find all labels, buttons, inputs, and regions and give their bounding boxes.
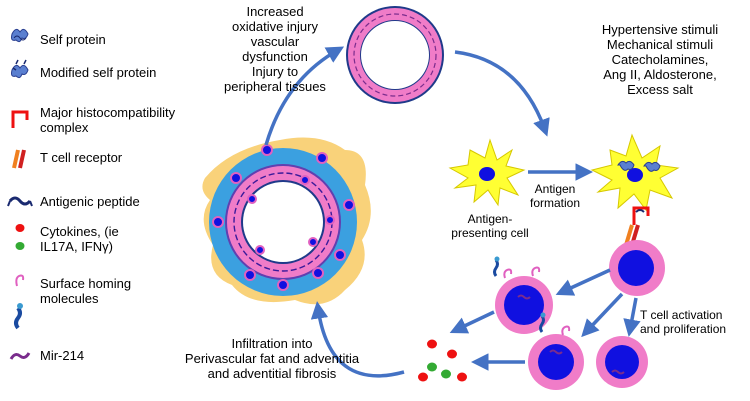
mir-214-icon — [9, 352, 31, 360]
arrow-tcell-to-prolif-3 — [623, 297, 641, 337]
self-protein-icon — [11, 28, 29, 43]
t-cell-activated — [609, 240, 665, 296]
label-infiltration: Infiltration into Perivascular fat and a… — [184, 336, 360, 381]
legend-self-protein: Self protein — [40, 32, 106, 47]
cytokines-icon — [15, 224, 25, 250]
modified-self-protein-icon — [11, 59, 29, 79]
arrows — [264, 46, 641, 378]
antigenic-peptide-icon — [7, 196, 33, 207]
infiltrating-cells — [212, 144, 355, 291]
label-apc: Antigen- presenting cell — [451, 212, 529, 240]
mhc-tcr-synapse — [624, 206, 650, 246]
cytokine-cluster — [418, 339, 467, 382]
arrow-tcell-to-prolif-1 — [555, 268, 611, 296]
label-antigen-formation: Antigen formation — [529, 182, 581, 210]
t-cell-proliferating-1 — [493, 256, 553, 334]
arrow-tcell-to-prolif-2 — [581, 292, 624, 338]
vessel-top — [346, 6, 444, 104]
label-t-cell-activation: T cell activation and proliferation — [640, 308, 727, 336]
label-stimuli: Hypertensive stimuli Mechanical stimuli … — [601, 22, 719, 97]
surface-homing-molecule-icon-2 — [14, 303, 23, 330]
legend-t-cell-receptor: T cell receptor — [40, 150, 123, 165]
antigen-presenting-cell — [448, 138, 526, 207]
arrow-injury-to-vessel — [264, 46, 345, 146]
legend-cytokines: Cytokines, (ie IL17A, IFNγ) — [40, 224, 119, 254]
arrow-prolif1-to-cytokines — [449, 310, 495, 334]
legend-mhc: Major histocompatibility complex — [40, 105, 176, 135]
legend-modified-self-protein: Modified self protein — [40, 65, 157, 80]
arrow-infiltration — [310, 301, 405, 378]
t-cell-proliferating-2 — [528, 312, 584, 390]
injured-vessel — [202, 137, 371, 305]
legend-surface-homing: Surface homing molecules — [40, 276, 132, 306]
mhc-icon — [11, 110, 29, 128]
t-cell-receptor-icon — [12, 149, 26, 169]
legend-antigenic-peptide: Antigenic peptide — [40, 194, 140, 209]
label-injury: Increased oxidative injury vascular dysf… — [224, 4, 326, 94]
activated-antigen-presenting-cell — [590, 133, 680, 212]
t-cell-proliferating-3 — [596, 336, 648, 388]
surface-homing-molecule-icon — [15, 274, 25, 287]
arrow-vessel-to-stimuli — [454, 50, 550, 137]
legend-mir-214: Mir-214 — [40, 348, 85, 363]
